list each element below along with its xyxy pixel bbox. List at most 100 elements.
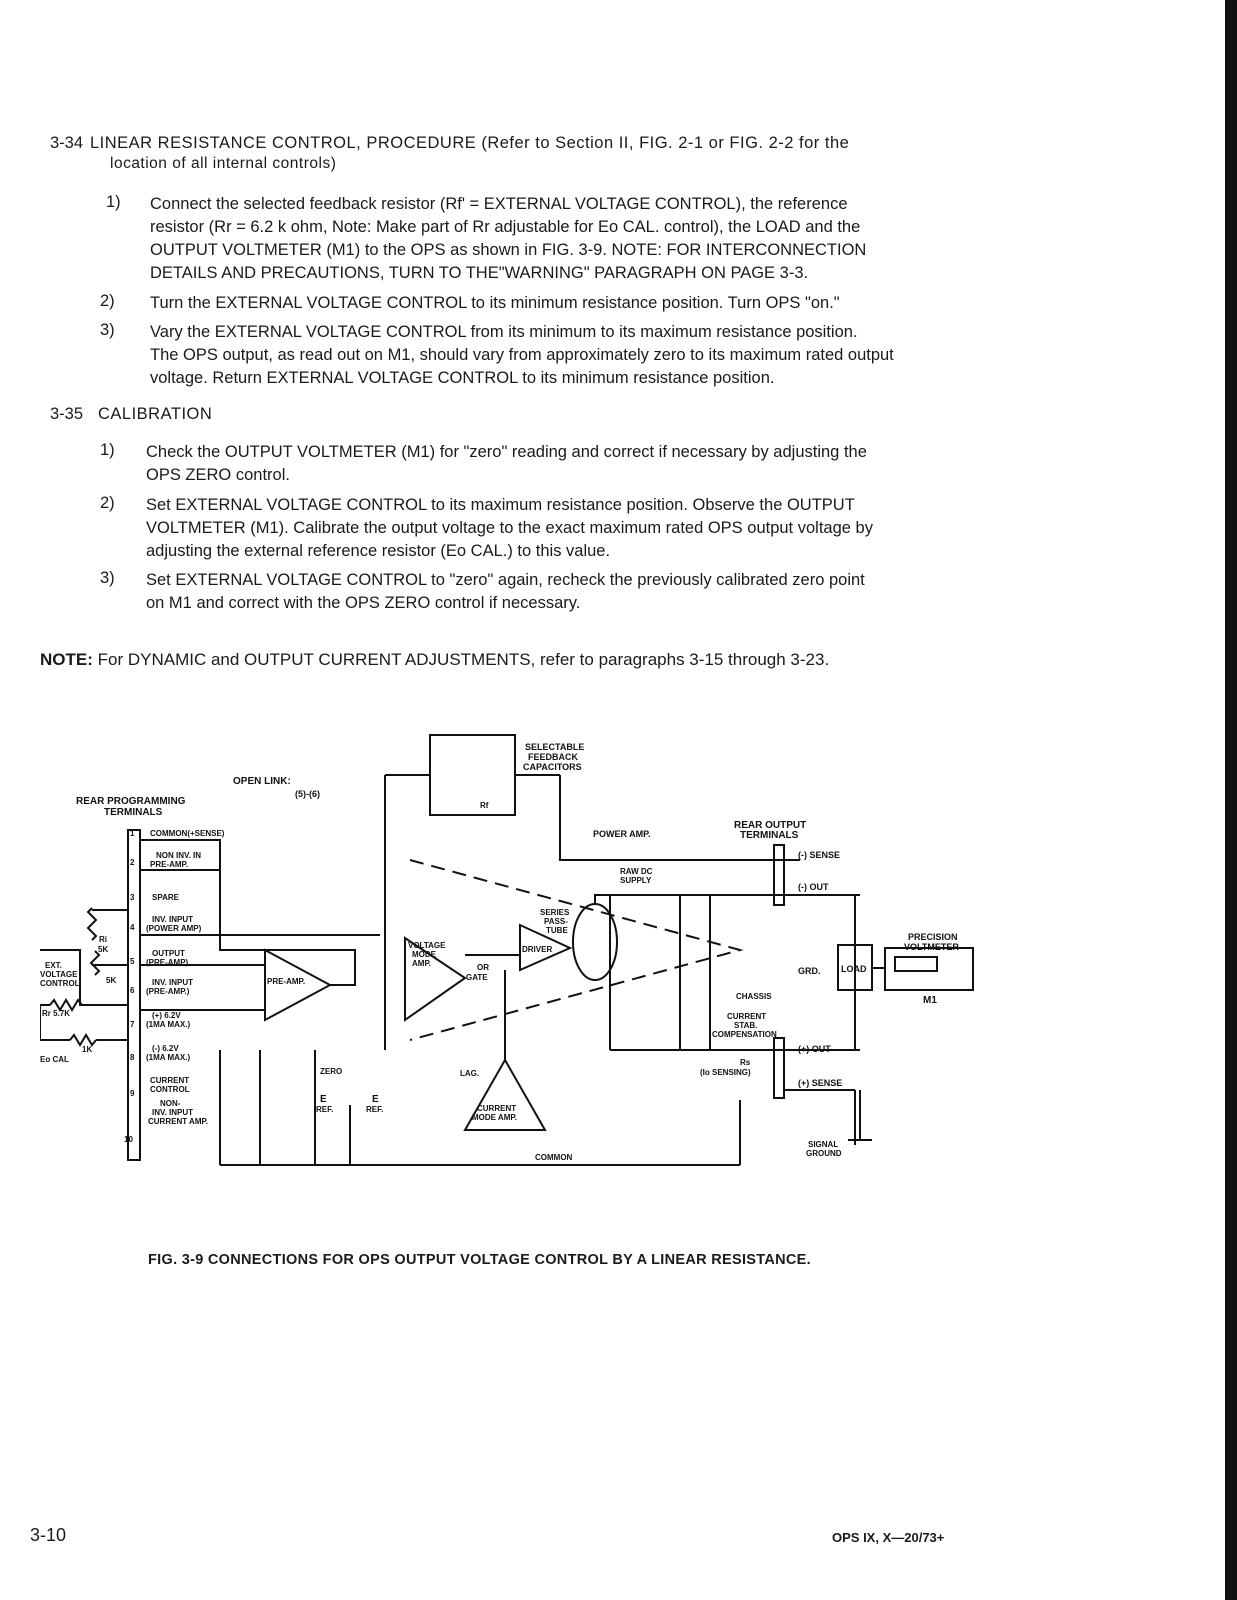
label: SELECTABLE bbox=[525, 742, 584, 752]
pre-amp-triangle bbox=[264, 948, 333, 1022]
terminal-label: OUTPUT bbox=[152, 949, 185, 958]
label: PRE-AMP. bbox=[267, 977, 305, 986]
step-line: Check the OUTPUT VOLTMETER (M1) for "zer… bbox=[146, 443, 867, 461]
label: Rf bbox=[480, 801, 489, 810]
resistor-rr bbox=[49, 998, 83, 1012]
step-line: OPS ZERO control. bbox=[146, 466, 290, 484]
figure-caption: FIG. 3-9 CONNECTIONS FOR OPS OUTPUT VOLT… bbox=[148, 1252, 811, 1268]
step-number: 2) bbox=[100, 494, 115, 512]
step-line: on M1 and correct with the OPS ZERO cont… bbox=[146, 594, 581, 612]
terminal-label: (POWER AMP) bbox=[146, 924, 202, 933]
step-number: 3) bbox=[100, 321, 115, 339]
label: COMPENSATION bbox=[712, 1030, 777, 1039]
label: LOAD bbox=[841, 964, 867, 974]
label: VOLTAGE bbox=[40, 970, 78, 979]
label: Rs bbox=[740, 1058, 751, 1067]
label: CURRENT bbox=[477, 1104, 516, 1113]
label: Eo CAL bbox=[40, 1055, 69, 1064]
terminal-label: (-) 6.2V bbox=[152, 1044, 179, 1053]
note-text: For DYNAMIC and OUTPUT CURRENT ADJUSTMEN… bbox=[97, 650, 830, 669]
step-text: Vary the EXTERNAL VOLTAGE CONTROL from i… bbox=[150, 321, 980, 390]
step-line: Connect the selected feedback resistor (… bbox=[150, 195, 848, 213]
terminal-label: (PRE-AMP.) bbox=[146, 987, 190, 996]
section-title-continued: location of all internal controls) bbox=[110, 155, 337, 172]
label: M1 bbox=[923, 995, 937, 1006]
terminal-label: (+) 6.2V bbox=[152, 1011, 181, 1020]
label: SERIES bbox=[540, 908, 570, 917]
step-number: 1) bbox=[100, 441, 115, 459]
label: TUBE bbox=[546, 926, 568, 935]
note-label: NOTE: bbox=[40, 650, 93, 669]
resistor-5k bbox=[89, 950, 101, 976]
label: Rr 5.7K bbox=[42, 1009, 70, 1018]
label: VOLTMETER bbox=[904, 942, 959, 952]
step-number: 2) bbox=[100, 292, 115, 310]
label: OR bbox=[477, 963, 489, 972]
terminal-label: INV. INPUT bbox=[152, 978, 193, 987]
step-text: Turn the EXTERNAL VOLTAGE CONTROL to its… bbox=[150, 292, 980, 315]
label: Ri bbox=[99, 935, 107, 944]
label: LAG. bbox=[460, 1069, 479, 1078]
section-title: LINEAR RESISTANCE CONTROL, PROCEDURE (Re… bbox=[90, 134, 850, 152]
label: (Io SENSING) bbox=[700, 1068, 751, 1077]
terminal-label: NON INV. IN bbox=[156, 851, 201, 860]
terminal-number: 7 bbox=[130, 1020, 135, 1029]
label: AMP. bbox=[412, 959, 431, 968]
label: PASS- bbox=[544, 917, 568, 926]
label: GROUND bbox=[806, 1149, 842, 1158]
terminal-number: 10 bbox=[124, 1135, 133, 1144]
terminal-number: 1 bbox=[130, 829, 135, 838]
label: E bbox=[320, 1094, 327, 1105]
terminal-label: CURRENT AMP. bbox=[148, 1117, 208, 1126]
label: 5K bbox=[98, 945, 108, 954]
page-edge-bar bbox=[1225, 0, 1237, 1600]
resistor-ri bbox=[86, 907, 98, 941]
section-number: 3-34 bbox=[50, 134, 84, 152]
output-terminal-minus bbox=[773, 844, 785, 906]
terminal-label: CURRENT bbox=[150, 1076, 189, 1085]
label: SIGNAL bbox=[808, 1140, 838, 1149]
terminal-block bbox=[127, 829, 141, 1161]
label: (5)-(6) bbox=[295, 789, 320, 799]
voltmeter-box bbox=[884, 947, 974, 991]
step-text: Connect the selected feedback resistor (… bbox=[150, 193, 980, 285]
step-line: Set EXTERNAL VOLTAGE CONTROL to "zero" a… bbox=[146, 571, 865, 589]
feedback-capacitor-bank bbox=[429, 734, 516, 816]
label: (-) OUT bbox=[798, 882, 829, 892]
terminal-label: (1MA MAX.) bbox=[146, 1053, 190, 1062]
label: COMMON bbox=[535, 1153, 573, 1162]
label: REF. bbox=[316, 1105, 333, 1114]
terminal-number: 6 bbox=[130, 986, 135, 995]
terminal-number: 5 bbox=[130, 957, 135, 966]
label: REAR OUTPUT bbox=[734, 820, 806, 831]
label: PRECISION bbox=[908, 932, 958, 942]
label: EXT. bbox=[45, 961, 62, 970]
label: MODE bbox=[412, 950, 437, 959]
step-number: 3) bbox=[100, 569, 115, 587]
label: SUPPLY bbox=[620, 876, 652, 885]
label: GATE bbox=[466, 973, 488, 982]
schematic-diagram: REAR PROGRAMMING TERMINALS OPEN LINK: (5… bbox=[40, 734, 974, 1166]
section-number: 3-35 bbox=[50, 405, 84, 423]
label: OPEN LINK: bbox=[233, 776, 291, 787]
label: DRIVER bbox=[522, 945, 552, 954]
note: NOTE: For DYNAMIC and OUTPUT CURRENT ADJ… bbox=[40, 650, 829, 670]
label: RAW DC bbox=[620, 867, 653, 876]
step-text: Set EXTERNAL VOLTAGE CONTROL to "zero" a… bbox=[146, 569, 980, 615]
step-text: Set EXTERNAL VOLTAGE CONTROL to its maxi… bbox=[146, 494, 980, 563]
terminal-label: SPARE bbox=[152, 893, 180, 902]
label: CHASSIS bbox=[736, 992, 772, 1001]
label: VOLTAGE bbox=[408, 941, 446, 950]
label: TERMINALS bbox=[740, 830, 799, 841]
step-line: Turn the EXTERNAL VOLTAGE CONTROL to its… bbox=[150, 294, 840, 312]
label: STAB. bbox=[734, 1021, 757, 1030]
terminal-number: 3 bbox=[130, 893, 135, 902]
step-line: VOLTMETER (M1). Calibrate the output vol… bbox=[146, 519, 873, 537]
label: 5K bbox=[106, 976, 116, 985]
driver-triangle bbox=[519, 923, 573, 972]
label: FEEDBACK bbox=[528, 752, 579, 762]
step-line: The OPS output, as read out on M1, shoul… bbox=[150, 346, 894, 364]
label: CAPACITORS bbox=[523, 762, 582, 772]
step-line: resistor (Rr = 6.2 k ohm, Note: Make par… bbox=[150, 218, 861, 236]
step-number: 1) bbox=[106, 193, 121, 211]
